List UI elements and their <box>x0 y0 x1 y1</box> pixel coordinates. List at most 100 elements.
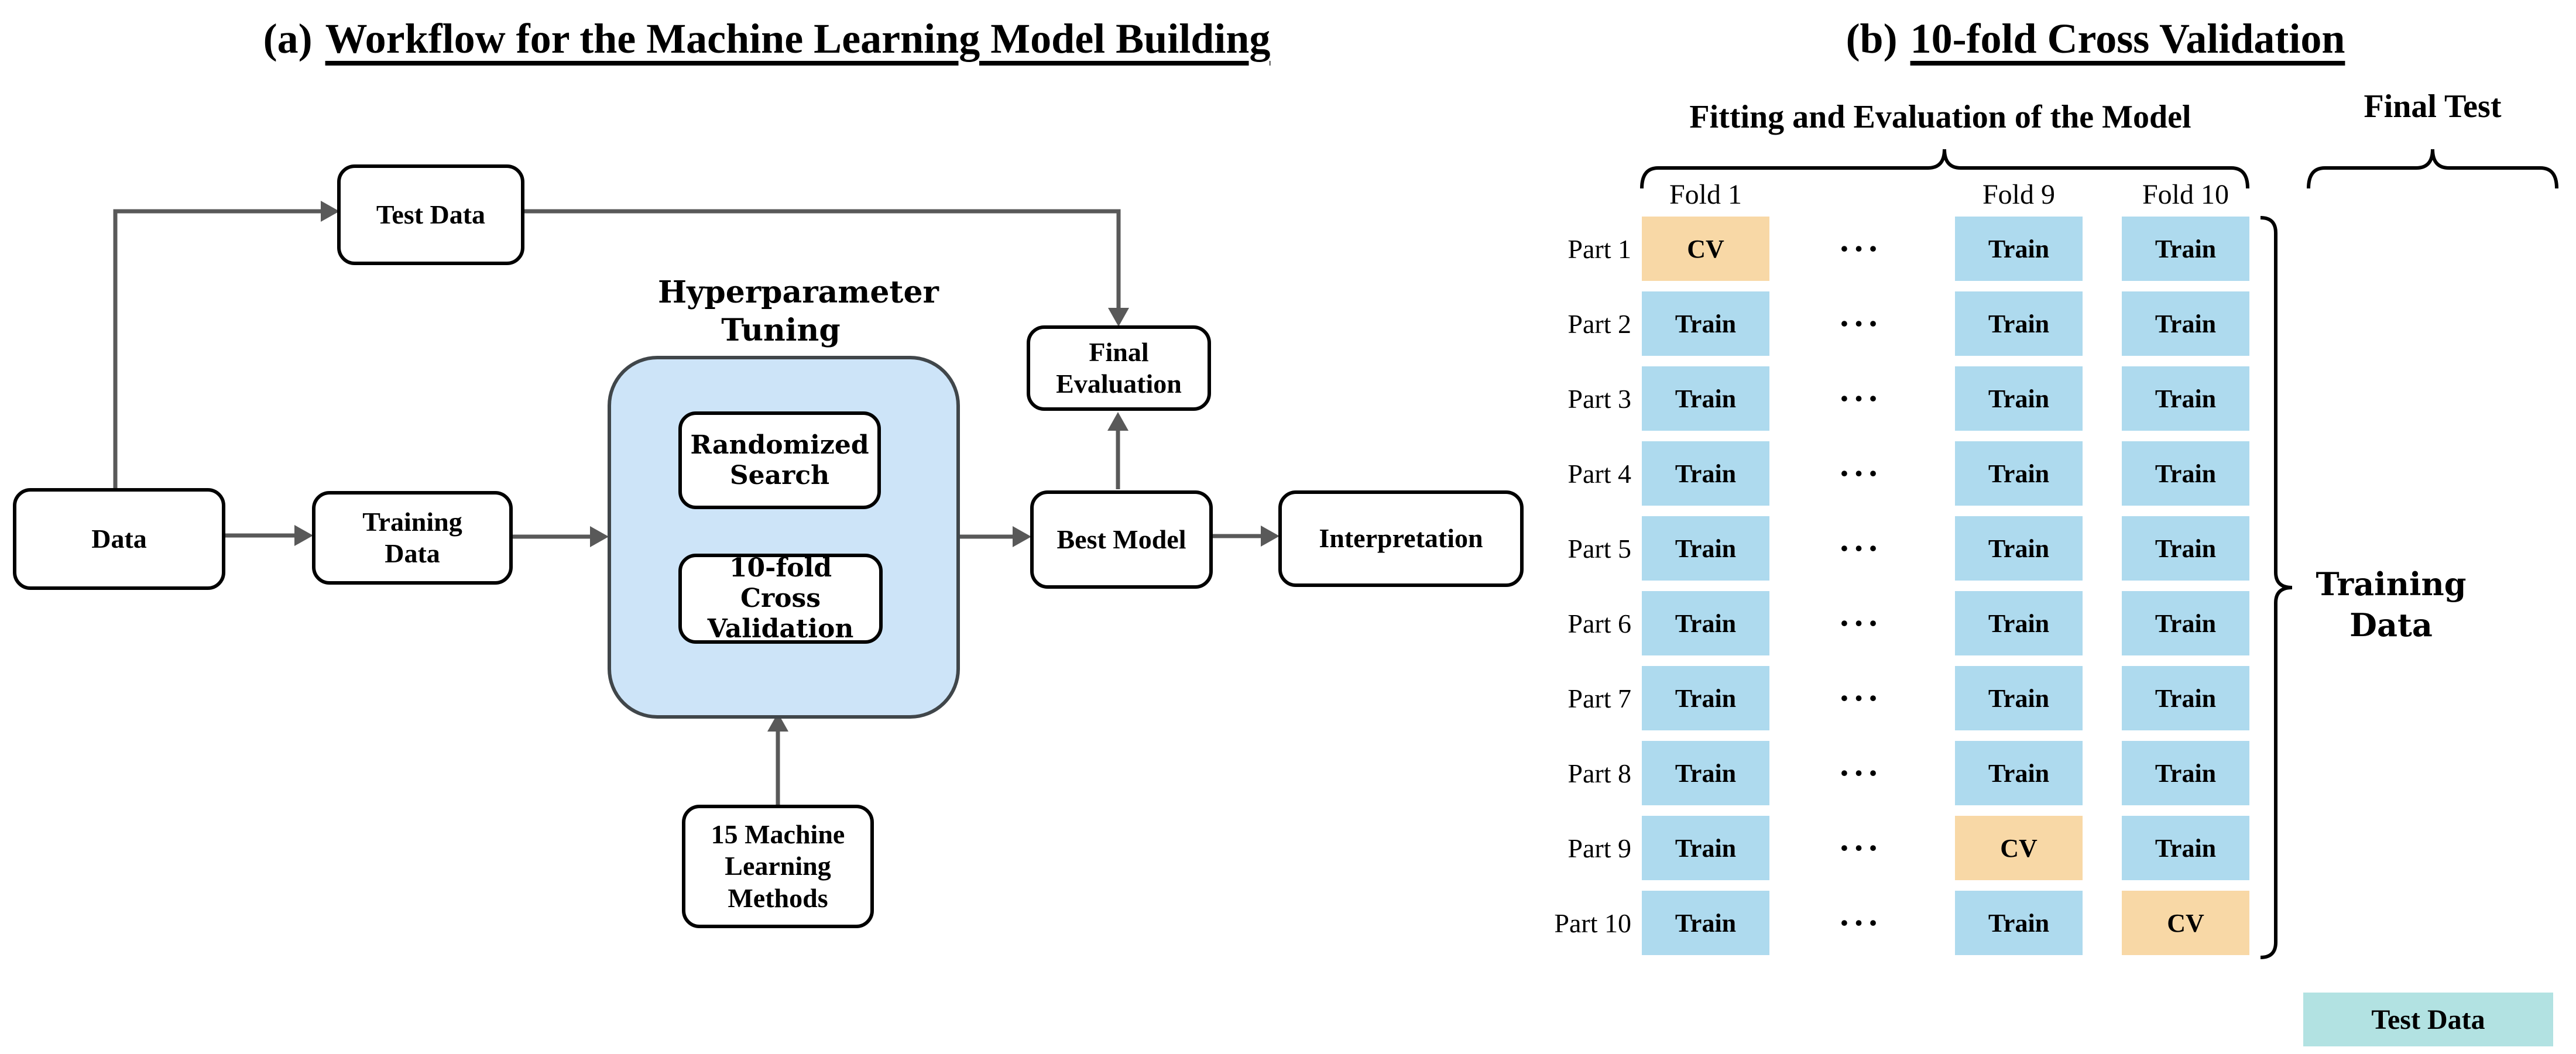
part-label: Part 8 <box>1567 758 1631 788</box>
table-row-part-7: Part 7 Train ••• Train Train <box>1495 666 2249 730</box>
ellipsis: ••• <box>1840 462 1884 485</box>
cell-fold9: Train <box>1955 291 2083 356</box>
brace-training-data <box>2260 216 2293 959</box>
cell-fold1: Train <box>1642 891 1769 955</box>
ellipsis: ••• <box>1840 612 1884 635</box>
ellipsis: ••• <box>1840 387 1884 410</box>
cell-fold10: Train <box>2122 366 2249 431</box>
cell-fold10: Train <box>2122 666 2249 730</box>
cell-fold9: Train <box>1955 366 2083 431</box>
ellipsis: ••• <box>1840 911 1884 935</box>
overbrace-final-test <box>2307 149 2558 189</box>
panel-a-title-text: Workflow for the Machine Learning Model … <box>325 15 1271 62</box>
table-row-part-4: Part 4 Train ••• Train Train <box>1495 441 2249 506</box>
node-test-data-label: Test Data <box>376 199 486 229</box>
node-tenfold-cv: 10-fold Cross Validation <box>678 553 883 644</box>
node-training-data-label: Training Data <box>362 506 462 568</box>
node-data-label: Data <box>91 523 147 554</box>
part-label: Part 10 <box>1554 908 1631 938</box>
cell-fold1: Train <box>1642 666 1769 730</box>
cell-fold9: Train <box>1955 441 2083 506</box>
node-tenfold-cv-label: 10-fold Cross Validation <box>707 553 854 644</box>
node-randomized-search-label: Randomized Search <box>690 430 869 490</box>
table-row-part-3: Part 3 Train ••• Train Train <box>1495 366 2249 431</box>
table-row-part-9: Part 9 Train ••• CV Train <box>1495 816 2249 880</box>
ellipsis: ••• <box>1840 686 1884 710</box>
cell-fold10: Train <box>2122 816 2249 880</box>
node-data: Data <box>13 488 225 590</box>
node-interpretation-label: Interpretation <box>1319 523 1483 554</box>
panel-b-title: (b) 10-fold Cross Validation <box>1639 15 2552 63</box>
panel-b-title-prefix: (b) <box>1846 15 1898 62</box>
node-ml-methods: 15 Machine Learning Methods <box>682 805 874 928</box>
header-fitting-evaluation: Fitting and Evaluation of the Model <box>1689 99 2191 135</box>
cell-fold10: Train <box>2122 516 2249 581</box>
cell-fold10: CV <box>2122 891 2249 955</box>
ellipsis: ••• <box>1840 537 1884 560</box>
part-label: Part 9 <box>1567 833 1631 863</box>
fold-header-10: Fold 10 <box>2142 179 2229 210</box>
cell-fold9: Train <box>1955 516 2083 581</box>
table-row-part-5: Part 5 Train ••• Train Train <box>1495 516 2249 581</box>
ellipsis: ••• <box>1840 761 1884 785</box>
cell-fold1: Train <box>1642 741 1769 805</box>
training-data-brace-label-text: Training Data <box>2316 565 2467 644</box>
cell-fold1: Train <box>1642 591 1769 655</box>
cell-fold10: Train <box>2122 591 2249 655</box>
cell-fold10: Train <box>2122 217 2249 281</box>
table-row-part-6: Part 6 Train ••• Train Train <box>1495 591 2249 655</box>
arrowhead-bestmodel-to-interpretation <box>1261 526 1280 547</box>
table-row-part-8: Part 8 Train ••• Train Train <box>1495 741 2249 805</box>
hyperparameter-tuning-title: Hyperparameter Tuning <box>609 270 953 352</box>
part-label: Part 6 <box>1567 608 1631 638</box>
panel-b-title-text: 10-fold Cross Validation <box>1910 15 2345 62</box>
test-data-box-label: Test Data <box>2371 1004 2485 1035</box>
hyperparameter-tuning-container <box>608 356 960 719</box>
table-row-part-10: Part 10 Train ••• Train CV <box>1495 891 2249 955</box>
ellipsis: ••• <box>1840 312 1884 335</box>
arrowhead-data-to-trainingdata <box>294 525 313 546</box>
arrowhead-hyper-to-bestmodel <box>1013 526 1031 547</box>
cell-fold10: Train <box>2122 441 2249 506</box>
part-label: Part 5 <box>1567 533 1631 564</box>
cell-fold9: Train <box>1955 666 2083 730</box>
part-label: Part 4 <box>1567 458 1631 489</box>
cell-fold1: CV <box>1642 217 1769 281</box>
cell-fold9: Train <box>1955 741 2083 805</box>
table-row-part-2: Part 2 Train ••• Train Train <box>1495 291 2249 356</box>
ellipsis: ••• <box>1840 836 1884 860</box>
cell-fold9: Train <box>1955 891 2083 955</box>
cell-fold9: Train <box>1955 217 2083 281</box>
node-interpretation: Interpretation <box>1278 490 1524 587</box>
node-final-evaluation-label: Final Evaluation <box>1056 337 1182 399</box>
cv-grid: Fold 1 Fold 9 Fold 10 Part 1 CV ••• Trai… <box>1495 174 2249 966</box>
cell-fold1: Train <box>1642 516 1769 581</box>
arrowhead-bestmodel-to-finaleval <box>1107 412 1128 431</box>
node-ml-methods-label: 15 Machine Learning Methods <box>711 819 845 913</box>
node-test-data: Test Data <box>337 164 524 265</box>
cell-fold1: Train <box>1642 366 1769 431</box>
panel-a-title: (a) Workflow for the Machine Learning Mod… <box>59 15 1475 63</box>
cell-fold1: Train <box>1642 441 1769 506</box>
arrowhead-testdata-to-finaleval <box>1108 308 1129 327</box>
cell-fold10: Train <box>2122 741 2249 805</box>
training-data-brace-label: Training Data <box>2297 561 2485 648</box>
cell-fold1: Train <box>1642 816 1769 880</box>
node-final-evaluation: Final Evaluation <box>1027 325 1211 411</box>
node-training-data: Training Data <box>312 491 513 585</box>
cell-fold9: Train <box>1955 591 2083 655</box>
panel-a-title-prefix: (a) <box>263 15 313 62</box>
fold-header-row: Fold 1 Fold 9 Fold 10 <box>1495 174 2249 211</box>
fold-header-9: Fold 9 <box>1982 179 2056 210</box>
fold-header-1: Fold 1 <box>1669 179 1743 210</box>
part-label: Part 7 <box>1567 683 1631 713</box>
arrow-data-to-testdata <box>113 209 321 488</box>
cell-fold9: CV <box>1955 816 2083 880</box>
node-best-model-label: Best Model <box>1057 524 1186 554</box>
cell-fold1: Train <box>1642 291 1769 356</box>
header-final-test: Final Test <box>2364 88 2502 125</box>
cell-fold10: Train <box>2122 291 2249 356</box>
node-best-model: Best Model <box>1030 490 1213 589</box>
part-label: Part 3 <box>1567 383 1631 414</box>
